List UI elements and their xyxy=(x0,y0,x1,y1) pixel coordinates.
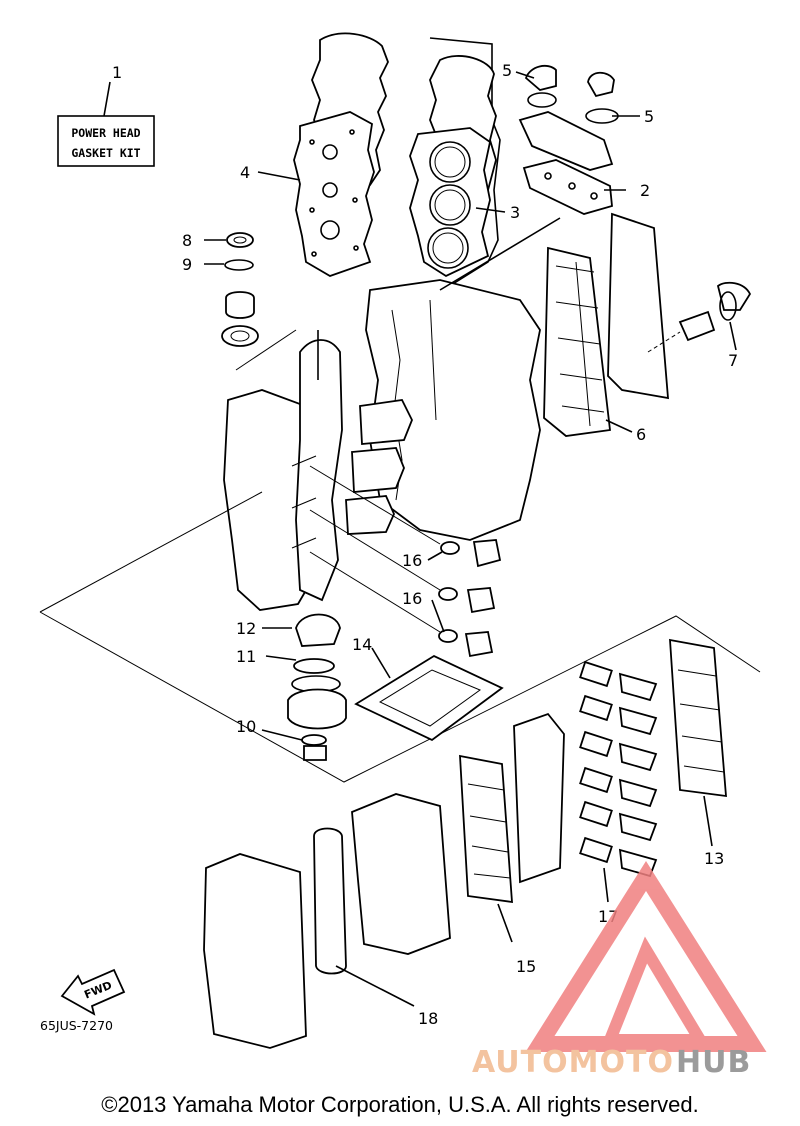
base-gasket xyxy=(354,647,504,742)
callout-12: 12 xyxy=(236,619,256,638)
watermark-logo: AUTOMOTO HUB xyxy=(472,861,767,1080)
callout-7: 7 xyxy=(728,351,738,370)
callout-16-upper: 16 xyxy=(402,551,422,570)
callout-14: 14 xyxy=(352,635,372,654)
cylinder-head-gasket xyxy=(409,37,506,293)
callout-16-lower: 16 xyxy=(402,589,422,608)
lower-seal-parts xyxy=(261,613,347,761)
callout-5-right: 5 xyxy=(644,107,654,126)
manifold-gasket-small xyxy=(309,465,502,658)
kit-label-line2: GASKET KIT xyxy=(71,146,140,160)
upper-seal-parts xyxy=(204,232,297,371)
base-frame xyxy=(39,491,761,783)
fwd-arrow-icon: FWD xyxy=(60,968,126,1016)
thermostat-parts xyxy=(647,281,752,353)
callout-11: 11 xyxy=(236,647,256,666)
callout-5-upper: 5 xyxy=(502,61,512,80)
callout-9: 9 xyxy=(182,255,192,274)
intake-gasket xyxy=(459,712,565,943)
callout-8: 8 xyxy=(182,231,192,250)
diagram-code: 65JUS-7270 xyxy=(40,1018,113,1033)
callout-3: 3 xyxy=(510,203,520,222)
copyright-notice: ©2013 Yamaha Motor Corporation, U.S.A. A… xyxy=(101,1092,699,1117)
callouts: 1 2 3 4 5 5 6 7 8 9 10 11 12 13 14 15 16… xyxy=(112,61,738,1028)
cylinder-block xyxy=(345,217,561,541)
cylinder-head-cover xyxy=(257,32,389,277)
reed-valve-gasket-large xyxy=(669,638,727,847)
callout-1: 1 xyxy=(112,63,122,82)
exhaust-manifold-gasket xyxy=(543,212,669,437)
callout-13: 13 xyxy=(704,849,724,868)
crankcase xyxy=(223,330,343,611)
callout-15: 15 xyxy=(516,957,536,976)
callout-4: 4 xyxy=(240,163,250,182)
kit-label-line1: POWER HEAD xyxy=(71,126,140,140)
callout-6: 6 xyxy=(636,425,646,444)
gasket-kit-label: POWER HEAD GASKET KIT xyxy=(57,81,155,167)
callout-18: 18 xyxy=(418,1009,438,1028)
watermark-text-part2: HUB xyxy=(676,1045,751,1080)
callout-2: 2 xyxy=(640,181,650,200)
callout-10: 10 xyxy=(236,717,256,736)
watermark-text-part1: AUTOMOTO xyxy=(472,1045,674,1080)
intake-silencer xyxy=(203,793,451,1049)
reed-valves xyxy=(579,660,658,903)
exhaust-cover-parts xyxy=(515,64,640,215)
